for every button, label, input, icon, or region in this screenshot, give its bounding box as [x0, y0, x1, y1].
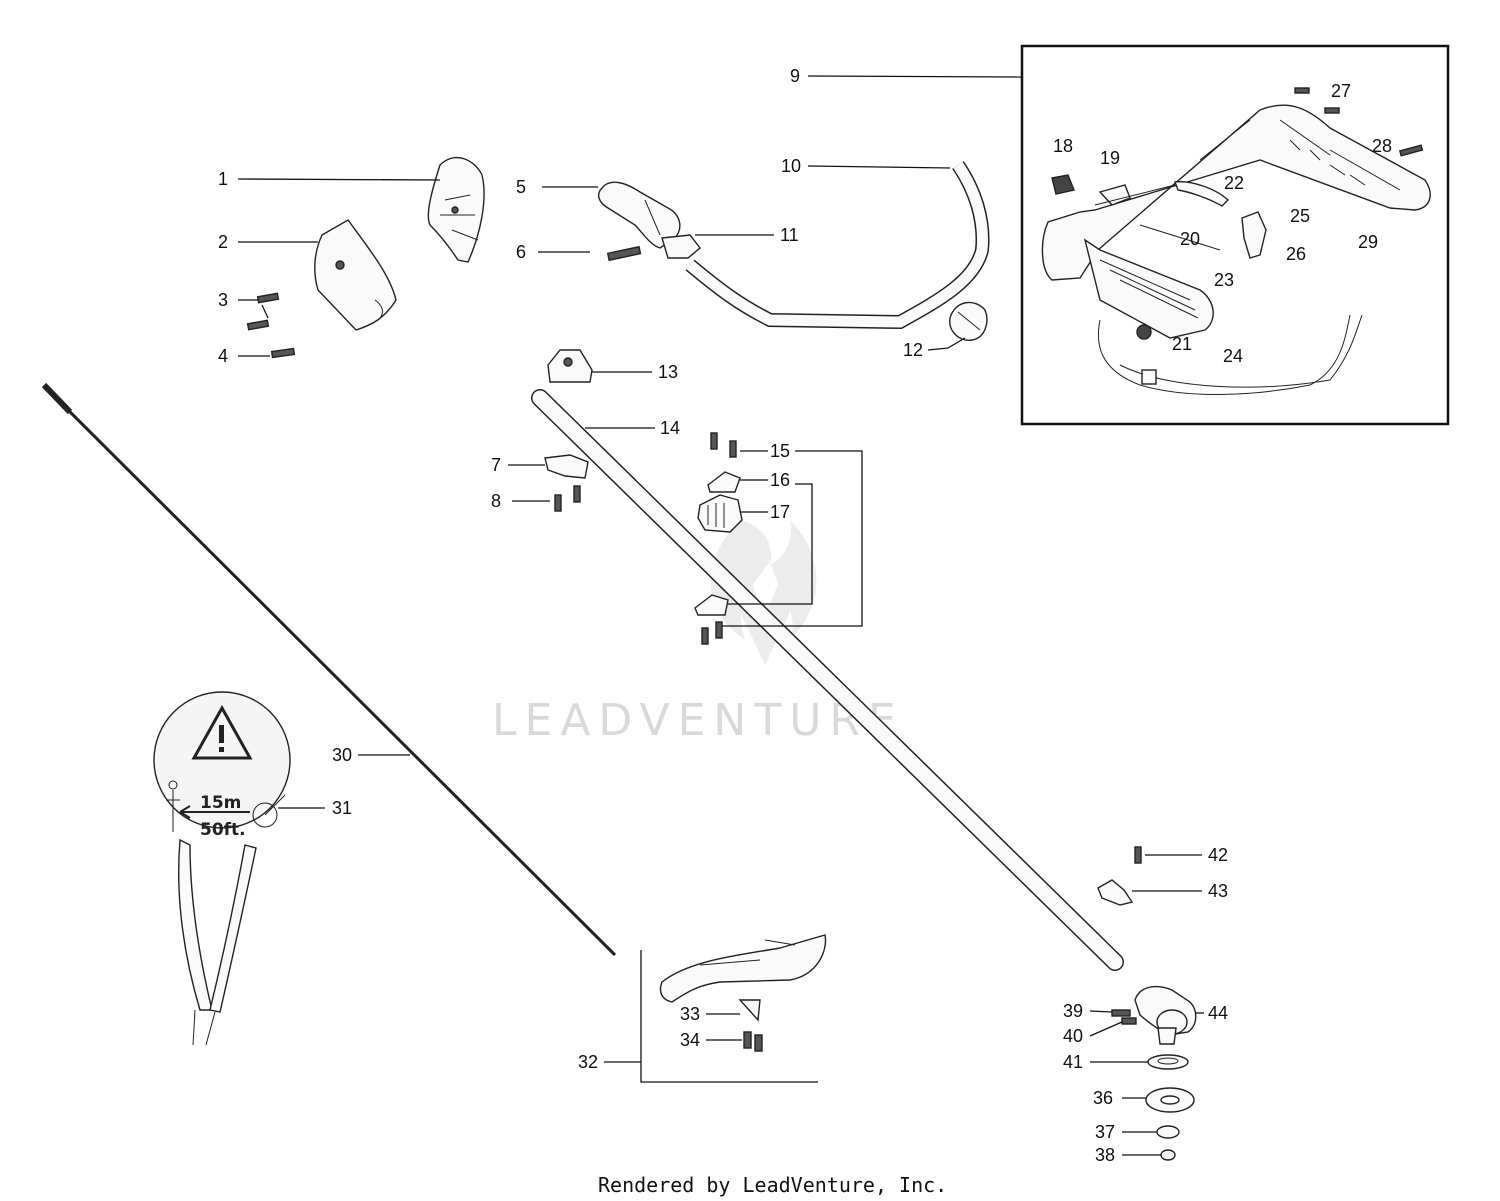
decal-distance-m: 15m [200, 793, 241, 813]
callout-14: 14 [660, 418, 680, 438]
callout-32: 32 [578, 1052, 598, 1072]
callout-38: 38 [1095, 1145, 1115, 1165]
part-8-screws [554, 485, 581, 512]
part-36-washer [1145, 1087, 1195, 1113]
part-6-bolt [606, 245, 642, 262]
part-31-harness: 15m 50ft. [153, 691, 291, 1046]
part-16-clamp-piece [694, 471, 741, 616]
callout-5: 5 [516, 177, 526, 197]
callout-labels: 1 2 3 4 5 6 7 8 9 10 11 12 13 14 15 16 1… [218, 66, 1392, 1165]
callout-7: 7 [491, 455, 501, 475]
callout-44: 44 [1208, 1003, 1228, 1023]
part-11-clamp [661, 234, 701, 259]
callout-26: 26 [1286, 244, 1306, 264]
callout-2: 2 [218, 232, 228, 252]
callout-10: 10 [781, 156, 801, 176]
callout-28: 28 [1372, 136, 1392, 156]
part-14-shaft [531, 389, 1124, 971]
part-12-knob [949, 301, 988, 341]
callout-34: 34 [680, 1030, 700, 1050]
callout-12: 12 [903, 340, 923, 360]
part-17-bracket [697, 494, 743, 533]
callout-13: 13 [658, 362, 678, 382]
part-44-gearhead [1134, 985, 1197, 1045]
callout-18: 18 [1053, 136, 1073, 156]
part-30-drive-shaft [41, 382, 617, 957]
callout-8: 8 [491, 491, 501, 511]
callout-4: 4 [218, 346, 228, 366]
callout-22: 22 [1224, 173, 1244, 193]
callout-9: 9 [790, 66, 800, 86]
part-40-screw [1121, 1017, 1137, 1025]
callout-20: 20 [1180, 229, 1200, 249]
part-39-screw [1111, 1009, 1131, 1017]
callout-24: 24 [1223, 346, 1243, 366]
part-13-clamp [547, 349, 593, 383]
callout-42: 42 [1208, 845, 1228, 865]
callout-23: 23 [1214, 270, 1234, 290]
part-43-clip [1097, 879, 1134, 906]
callout-19: 19 [1100, 148, 1120, 168]
callout-36: 36 [1093, 1088, 1113, 1108]
callout-21: 21 [1172, 334, 1192, 354]
part-3-screws [246, 292, 280, 331]
inset-handle-assembly [1020, 44, 1450, 426]
callout-6: 6 [516, 242, 526, 262]
part-32-shield [659, 934, 827, 1003]
callout-39: 39 [1063, 1001, 1083, 1021]
part-2-cover [314, 219, 397, 331]
callout-41: 41 [1063, 1052, 1083, 1072]
callout-37: 37 [1095, 1122, 1115, 1142]
callout-30: 30 [332, 745, 352, 765]
callout-15: 15 [770, 441, 790, 461]
callout-11: 11 [780, 225, 799, 245]
callout-25: 25 [1290, 206, 1310, 226]
part-15-screws [701, 432, 737, 645]
part-10-loop-handle [685, 161, 990, 330]
part-41-washer [1147, 1054, 1189, 1070]
callout-27: 27 [1331, 81, 1351, 101]
part-37-ring [1156, 1125, 1180, 1139]
callout-31: 31 [332, 798, 352, 818]
part-4-screw [270, 347, 296, 359]
decal-distance-ft: 50ft. [200, 820, 246, 840]
callout-43: 43 [1208, 881, 1228, 901]
callout-3: 3 [218, 290, 228, 310]
part-1-cover [427, 156, 485, 263]
callout-40: 40 [1063, 1026, 1083, 1046]
part-34-bolts [743, 1031, 763, 1052]
part-33-bracket [738, 999, 761, 1022]
callout-16: 16 [770, 470, 790, 490]
callout-33: 33 [680, 1004, 700, 1024]
part-7-clamp [544, 454, 589, 479]
watermark-text: LEADVENTURE [492, 695, 904, 746]
leader-lines [237, 75, 1204, 1156]
footer-credit: Rendered by LeadVenture, Inc. [598, 1173, 947, 1197]
callout-29: 29 [1358, 232, 1378, 252]
callout-1: 1 [218, 169, 228, 189]
part-38-ring [1160, 1149, 1176, 1161]
callout-17: 17 [770, 502, 790, 522]
part-42-screw [1134, 846, 1142, 864]
